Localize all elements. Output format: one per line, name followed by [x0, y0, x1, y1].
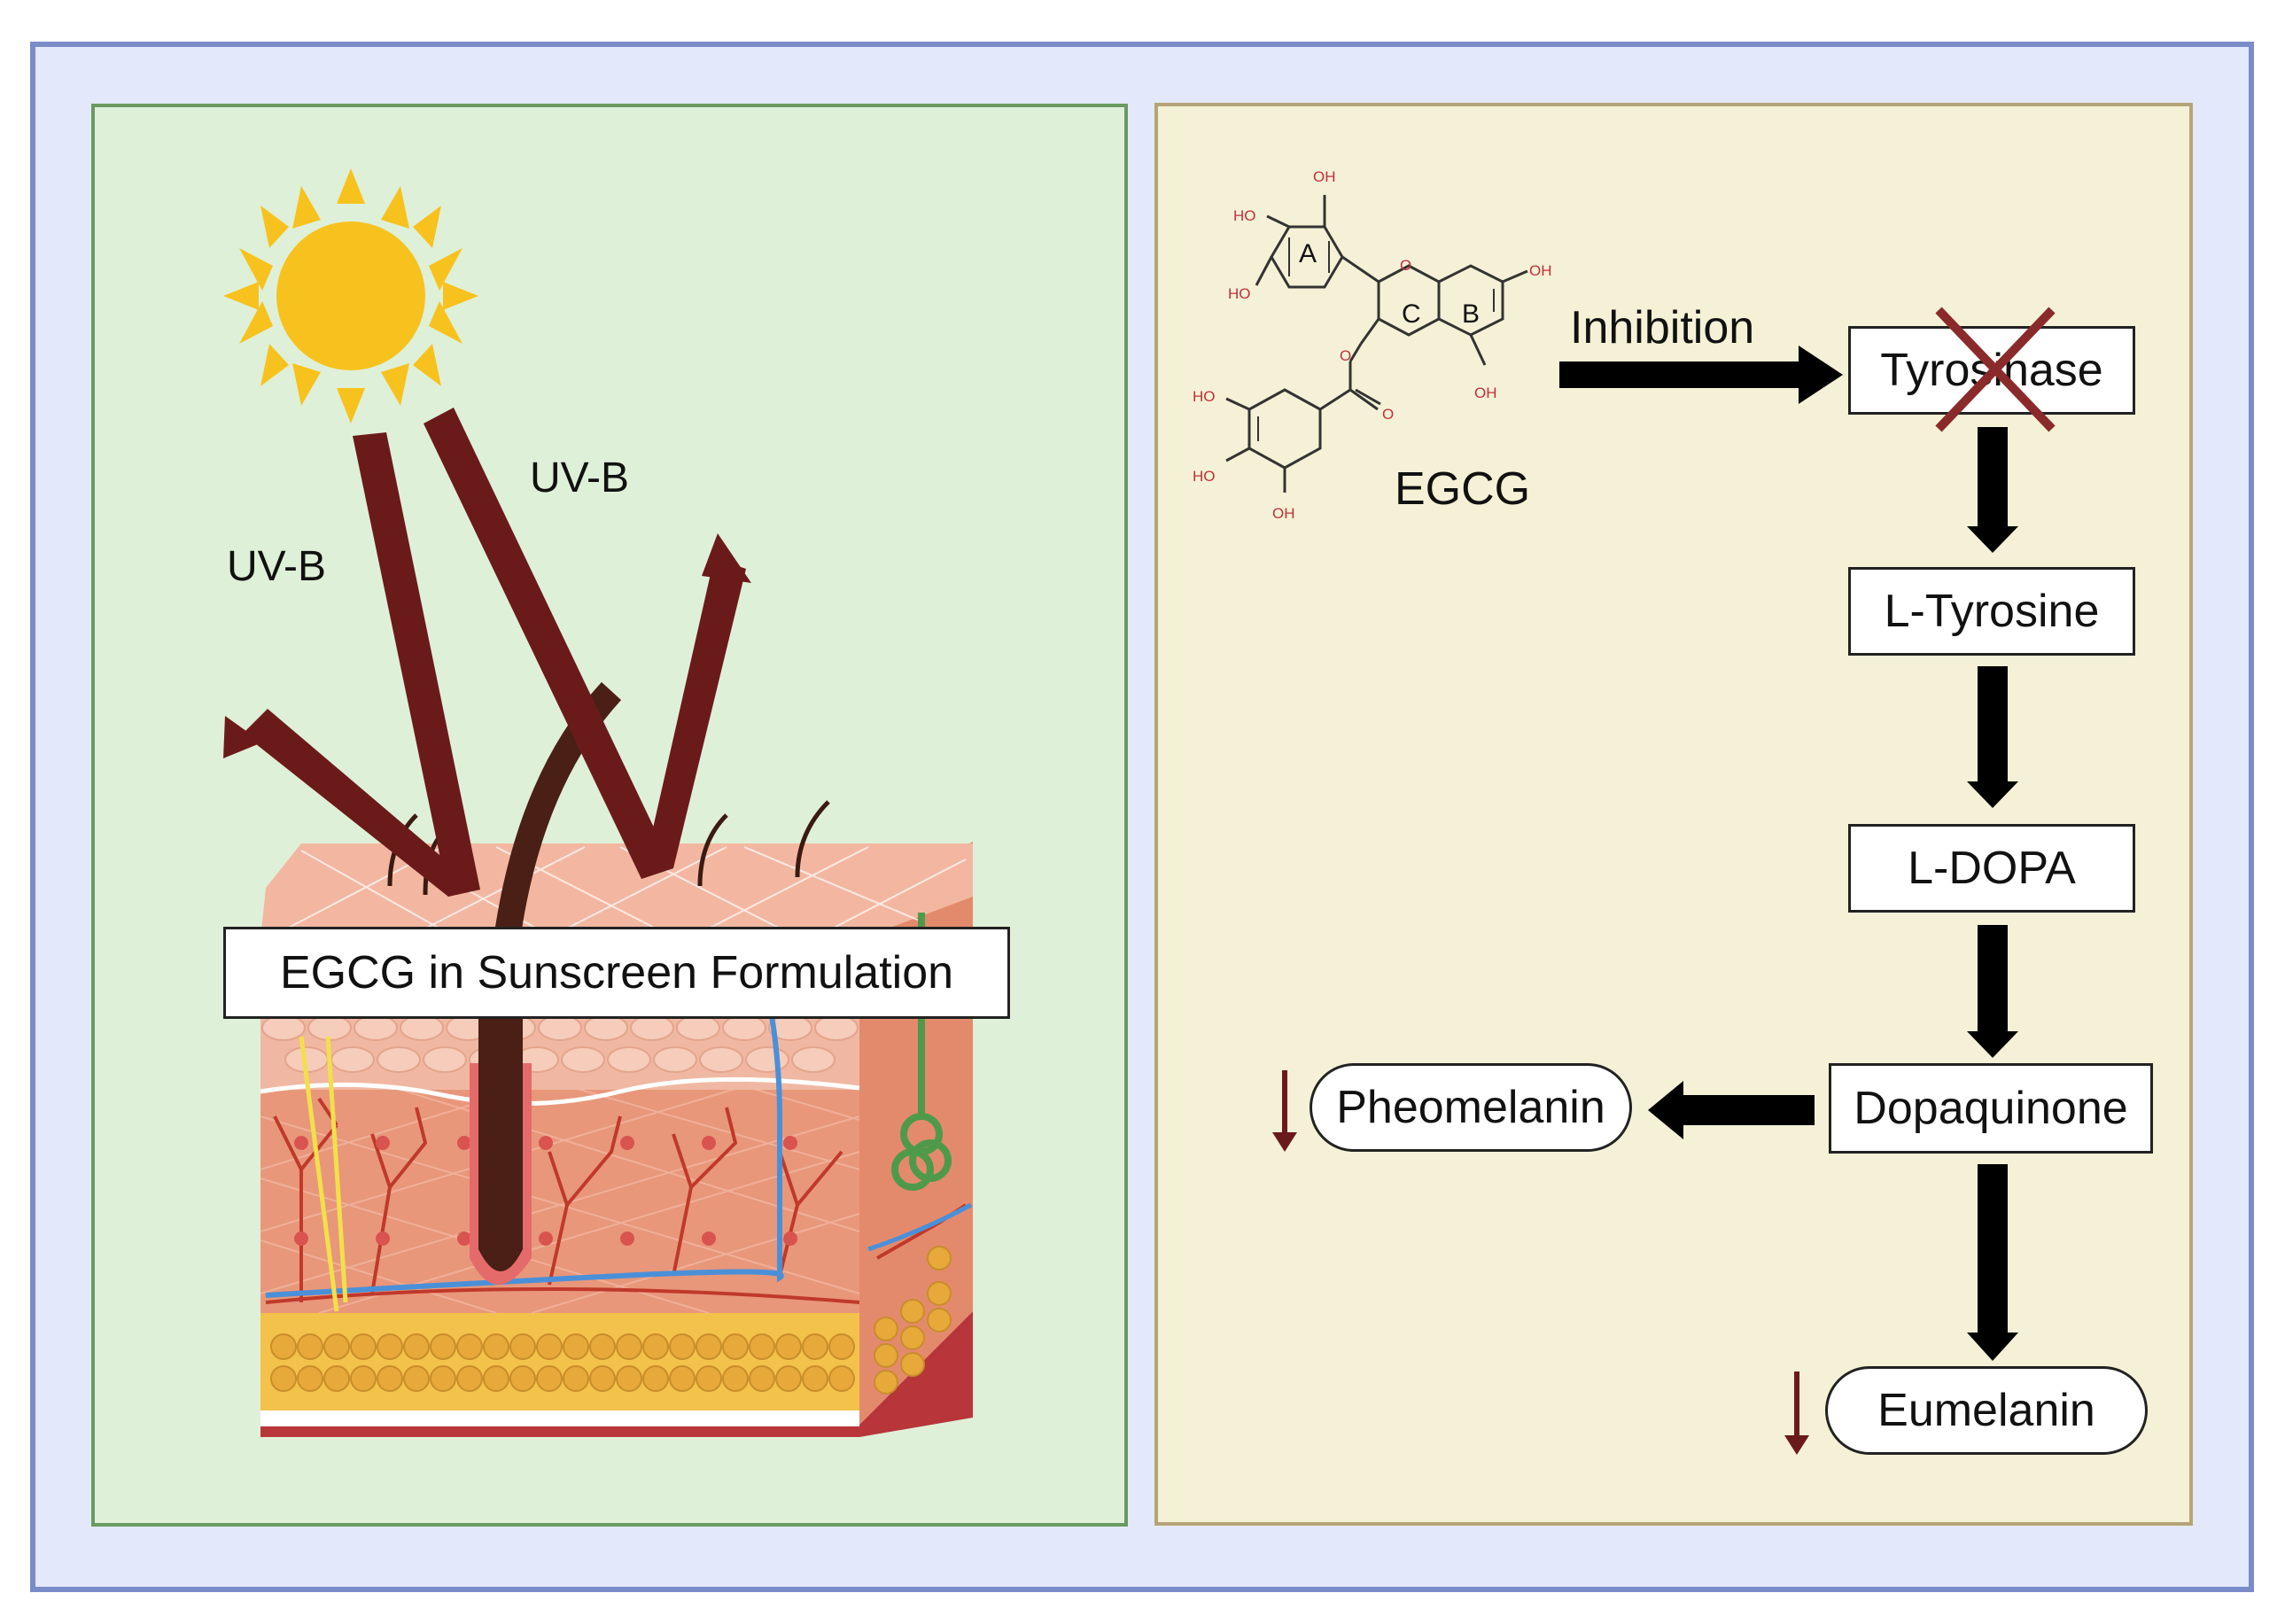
- substituent-oh-top: OH: [1313, 168, 1336, 185]
- uv-b-arrows: [223, 408, 751, 897]
- pheomelanin-label: Pheomelanin: [1336, 1082, 1605, 1133]
- ring-oxygen: O: [1400, 257, 1412, 274]
- molecule-name: EGCG: [1395, 463, 1531, 515]
- ring-label-c: C: [1402, 299, 1421, 329]
- l-dopa-box: L-DOPA: [1848, 824, 2135, 913]
- substituent-oh-g3: OH: [1272, 505, 1295, 522]
- eumelanin-label: Eumelanin: [1877, 1385, 2095, 1436]
- eumelanin-pill: Eumelanin: [1825, 1366, 2148, 1455]
- dopaquinone-label: Dopaquinone: [1854, 1083, 2128, 1134]
- inhibition-arrow: [1559, 361, 1804, 388]
- substituent-ho-g1: HO: [1193, 388, 1216, 405]
- substituent-ho-a2: HO: [1228, 285, 1251, 302]
- substituent-ho-a1: HO: [1233, 207, 1256, 224]
- formulation-label: EGCG in Sunscreen Formulation: [279, 947, 954, 998]
- formulation-label-box: EGCG in Sunscreen Formulation: [223, 927, 1010, 1019]
- dopaquinone-box: Dopaquinone: [1829, 1063, 2153, 1154]
- ester-oxygen: O: [1340, 347, 1352, 364]
- uv-b-label-right: UV-B: [530, 455, 630, 501]
- inhibition-label: Inhibition: [1570, 302, 1755, 354]
- l-tyrosine-box: L-Tyrosine: [1848, 567, 2135, 656]
- substituent-oh-b2: OH: [1474, 385, 1497, 401]
- decrease-arrows: [1272, 1070, 1809, 1455]
- uv-b-label-left: UV-B: [227, 543, 327, 590]
- ring-label-a: A: [1299, 239, 1317, 268]
- substituent-oh-b1: OH: [1529, 262, 1552, 279]
- ring-label-b: B: [1462, 299, 1481, 329]
- carbonyl-oxygen: O: [1382, 406, 1395, 423]
- substituent-ho-g2: HO: [1193, 468, 1216, 485]
- pheomelanin-pill: Pheomelanin: [1310, 1063, 1632, 1152]
- sun-icon: [223, 168, 478, 423]
- l-tyrosine-label: L-Tyrosine: [1884, 586, 2100, 637]
- l-dopa-label: L-DOPA: [1908, 843, 2076, 894]
